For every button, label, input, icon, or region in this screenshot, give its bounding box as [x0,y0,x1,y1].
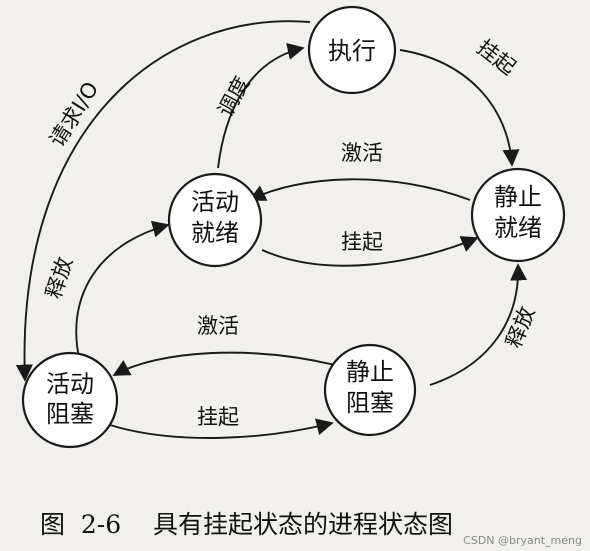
node-active-blocked-label-1: 活动 [46,370,94,398]
node-active-blocked [21,351,119,449]
label-suspend-ready: 挂起 [341,230,383,254]
edge-request-io [15,20,311,382]
node-running-label: 执行 [328,37,376,65]
node-static-ready-label-2: 就绪 [494,214,542,242]
node-static-ready-label-1: 静止 [494,183,542,211]
edge-suspend-blocked [109,418,334,439]
node-static-blocked [323,343,417,437]
watermark: CSDN @bryant_meng [463,534,582,547]
edge-activate-ready [248,178,471,201]
label-suspend-running: 挂起 [472,35,520,80]
node-running [307,5,397,95]
node-active-ready-label-1: 活动 [191,188,239,216]
edge-release-static [429,263,528,386]
edge-activate-blocked [112,351,336,376]
label-activate-ready: 激活 [341,141,383,165]
node-static-blocked-label-1: 静止 [346,358,394,386]
label-suspend-blocked: 挂起 [197,405,239,429]
edge-suspend-running [399,49,520,167]
node-active-blocked-label-2: 阻塞 [46,400,94,428]
label-dispatch: 调度 [213,73,254,121]
node-active-ready [167,172,263,268]
node-active-ready-label-2: 就绪 [191,219,239,247]
node-static-ready [470,167,566,263]
label-activate-blocked: 激活 [197,314,239,338]
label-release-active: 释放 [41,254,77,301]
edge-dispatch [217,43,305,169]
node-static-blocked-label-2: 阻塞 [346,389,394,417]
label-release-static: 释放 [502,303,540,351]
edge-release-active [75,220,170,363]
figure-caption: 图 2-6 具有挂起状态的进程状态图 [40,510,453,539]
edge-suspend-ready [261,236,479,267]
label-request-io: 请求I/O [45,77,103,151]
